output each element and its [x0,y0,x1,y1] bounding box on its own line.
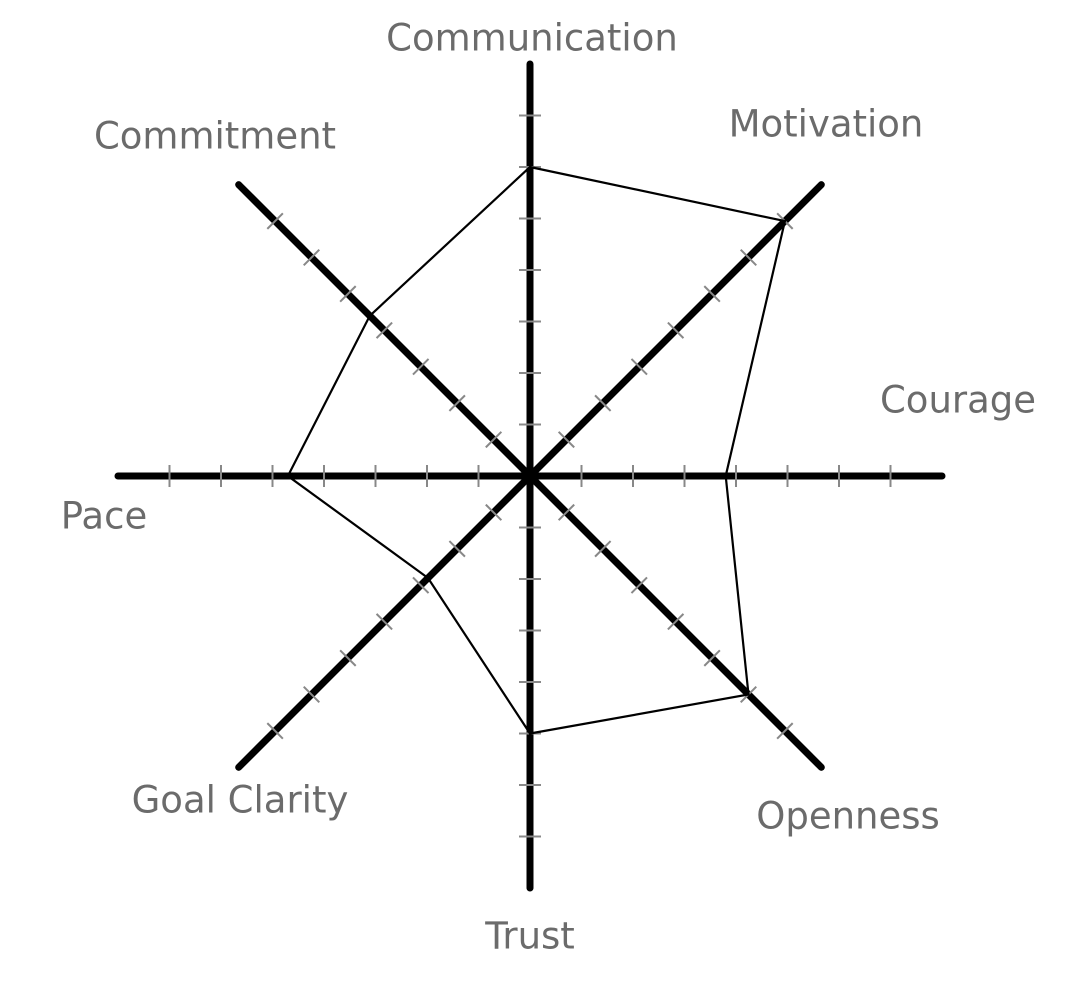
axis-label-goal-clarity: Goal Clarity [132,779,349,822]
axis-tick [594,540,612,558]
axis-tick [303,686,320,703]
axes-layer [114,60,946,892]
axis-tick [375,321,393,339]
points-layer [286,165,787,735]
axis-tick [630,358,648,376]
axis-tick [448,394,466,412]
axis-tick [266,212,284,230]
ticks-layer [168,114,892,838]
axis-tick [412,358,430,376]
axis-tick [339,285,357,303]
axis-tick [266,722,284,740]
axis-tick [703,649,721,667]
axis-line [235,181,825,771]
axis-label-communication: Communication [386,17,678,60]
axis-label-courage: Courage [880,379,1036,422]
data-point-pace [286,474,290,478]
axis-tick [485,431,503,449]
axis-tick [448,540,466,558]
axis-label-openness: Openness [756,795,940,838]
axis-label-commitment: Commitment [94,115,336,158]
data-point-goal-clarity [426,576,430,580]
axis-tick [412,576,430,594]
axis-tick [630,576,648,594]
axis-label-pace: Pace [61,495,147,538]
data-polygon [286,165,787,735]
axis-tick [594,394,612,412]
axis-tick [776,722,794,740]
axis-tick [485,503,503,521]
axis-tick [303,249,320,266]
data-point-courage [724,474,727,478]
axis-tick [703,285,721,303]
data-point-commitment [368,314,371,317]
data-point-trust [528,732,532,735]
axis-tick [667,613,685,631]
data-point-motivation [783,219,787,223]
data-point-communication [528,165,532,169]
data-point-openness [747,693,750,696]
axis-tick [740,249,757,266]
axis-tick [667,321,685,339]
axis-label-motivation: Motivation [729,103,924,146]
axis-tick [557,431,575,449]
axis-tick [557,503,575,521]
axis-tick [339,649,357,667]
axis-label-trust: Trust [484,915,575,958]
axis-tick [375,613,393,631]
